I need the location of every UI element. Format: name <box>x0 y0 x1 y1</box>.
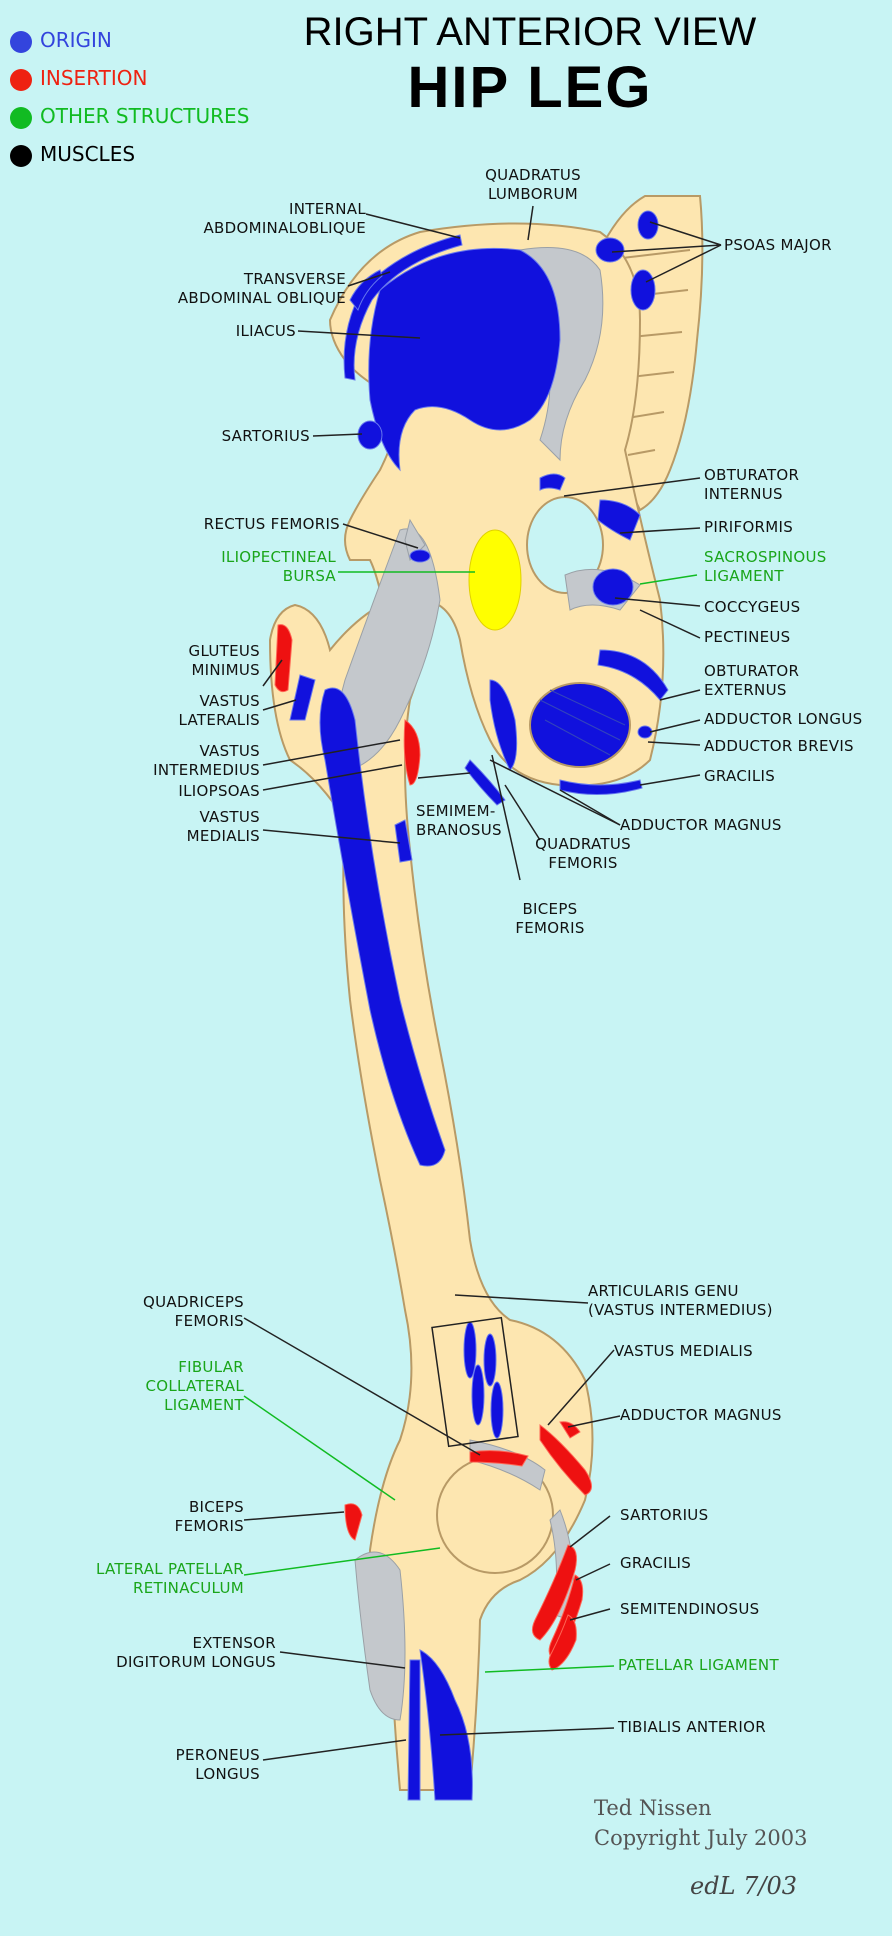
label-iliopsoas: ILIOPSOAS <box>178 782 260 800</box>
label-gracilis-knee: GRACILIS <box>620 1554 692 1572</box>
title-line-2: HIP LEG <box>407 55 653 120</box>
label-adductor-brevis: ADDUCTOR BREVIS <box>704 737 854 755</box>
label-rectus-femoris: RECTUS FEMORIS <box>203 515 340 533</box>
legend-insertion-label: INSERTION <box>40 66 148 90</box>
label-adductor-magnus-hip: ADDUCTOR MAGNUS <box>620 816 782 834</box>
title-line-1: RIGHT ANTERIOR VIEW <box>303 10 757 54</box>
iliopectineal-bursa-shape <box>468 529 522 631</box>
label-psoas-major: PSOAS MAJOR <box>724 236 832 254</box>
origin-regions <box>289 210 669 1801</box>
signature: edL 7/03 <box>690 1872 798 1900</box>
articularis-genu-box <box>431 1316 519 1448</box>
insertion-regions <box>274 624 592 1671</box>
credit-author: Ted Nissen <box>594 1796 712 1820</box>
label-adductor-longus: ADDUCTOR LONGUS <box>704 710 863 728</box>
label-patellar-ligament: PATELLAR LIGAMENT <box>618 1656 779 1674</box>
muscles-swatch-icon <box>10 144 32 167</box>
other-swatch-icon <box>10 106 32 129</box>
legend-muscles-label: MUSCLES <box>40 142 136 166</box>
label-piriformis: PIRIFORMIS <box>704 518 794 536</box>
leader-lines <box>243 205 722 1761</box>
green-leader-lines <box>243 571 698 1673</box>
origin-swatch-icon <box>10 30 32 53</box>
legend-other: OTHER STRUCTURES <box>10 104 249 129</box>
label-sartorius-knee: SARTORIUS <box>620 1506 709 1524</box>
insertion-swatch-icon <box>10 68 32 91</box>
label-gracilis-hip: GRACILIS <box>704 767 776 785</box>
legend-origin: ORIGIN <box>10 28 112 53</box>
label-adductor-magnus-knee: ADDUCTOR MAGNUS <box>620 1406 782 1424</box>
label-vastus-medialis-knee: VASTUS MEDIALIS <box>614 1342 753 1360</box>
legend-origin-label: ORIGIN <box>40 28 112 52</box>
label-iliacus: ILIACUS <box>235 322 296 340</box>
legend-muscles: MUSCLES <box>10 142 135 167</box>
label-coccygeus: COCCYGEUS <box>704 598 801 616</box>
label-semitendinosus: SEMITENDINOSUS <box>620 1600 760 1618</box>
label-articularis-genu: ARTICULARIS GENU(VASTUS INTERMEDIUS) <box>588 1282 773 1319</box>
label-tibialis-anterior: TIBIALIS ANTERIOR <box>618 1718 766 1736</box>
label-sartorius-hip: SARTORIUS <box>221 427 310 445</box>
label-pectineus: PECTINEUS <box>704 628 791 646</box>
label-semimembranosus: SEMIMEM-BRANOSUS <box>416 802 502 839</box>
legend-insertion: INSERTION <box>10 66 147 91</box>
legend-other-label: OTHER STRUCTURES <box>40 104 250 128</box>
credit-copyright: Copyright July 2003 <box>594 1826 808 1850</box>
